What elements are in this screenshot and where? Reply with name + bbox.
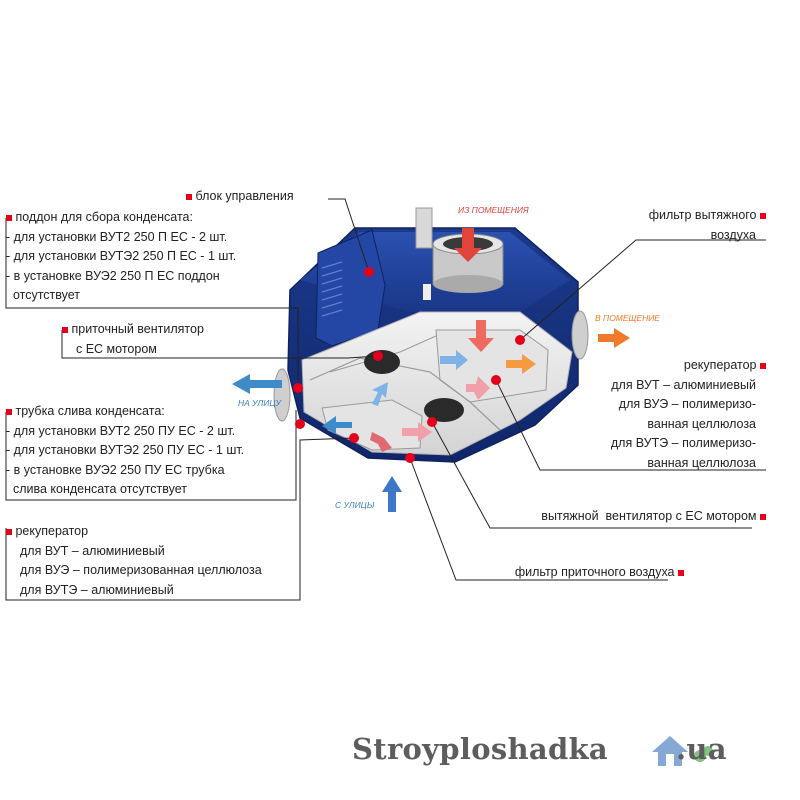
arrow-inner-blue-1 [440, 350, 468, 370]
label-line: для ВУТ – алюминиевый [611, 377, 756, 392]
label-drain-pipe-title: трубка слива конденсата: [15, 404, 165, 418]
arrow-to-room [598, 328, 630, 348]
label-line: слива конденсата отсутствует [6, 482, 188, 496]
label-line: для ВУЭ – полимеризо- [618, 397, 756, 411]
leader-condensate-tray [5, 218, 299, 388]
label-line: рекуператор [683, 358, 757, 372]
arrow-to-room-inner [506, 354, 536, 374]
flow-label-from-street: С УЛИЦЫ [335, 500, 375, 510]
label-line: фильтр приточного воздуха [514, 565, 675, 579]
arrow-inner-blue-3 [322, 416, 352, 434]
leader-drain-pipe [5, 410, 297, 501]
marker-square-icon [62, 326, 68, 333]
label-line: - для установки ВУТЭ2 250 П ЕС - 1 шт. [6, 249, 237, 263]
marker-square-icon [186, 193, 192, 200]
label-exhaust-filter: фильтр вытяжного воздуха [649, 206, 766, 245]
label-line: для ВУТ – алюминиевый [20, 543, 165, 558]
arrow-inner-blue-2 [372, 382, 388, 406]
label-line: ванная целлюлоза [647, 455, 756, 470]
label-line: - для установки ВУТ2 250 ПУ ЕС - 2 шт. [6, 423, 236, 438]
label-line: отсутствует [6, 288, 81, 302]
label-condensate-tray: поддон для сбора конденсата: - для устан… [6, 208, 236, 306]
label-line: вытяжной вентилятор с ЕС мотором [541, 509, 757, 523]
marker-square-icon [760, 362, 766, 369]
arrow-from-street [382, 476, 402, 512]
leader-supply-fan [61, 330, 379, 359]
label-line: ванная целлюлоза [647, 416, 756, 431]
label-line: приточный вентилятор [71, 322, 204, 336]
arrow-inner-pink-3 [370, 432, 392, 452]
marker-square-icon [760, 212, 766, 219]
label-line: - для установки ВУТ2 250 П ЕС - 2 шт. [6, 229, 228, 244]
label-line: фильтр вытяжного [648, 208, 757, 222]
leader-exhaust-filter [519, 239, 766, 341]
label-supply-filter: фильтр приточного воздуха [515, 563, 684, 583]
side-ducts [273, 310, 589, 422]
leader-lines [5, 198, 766, 601]
unit-interior [301, 311, 573, 456]
label-line: - в установке ВУЭ2 250 ПУ ЕС трубка [6, 462, 225, 477]
flow-label-to-room: В ПОМЕЩЕНИЕ [595, 313, 660, 323]
label-line: - в установке ВУЭ2 250 П ЕС поддон [6, 268, 220, 283]
marker-square-icon [6, 528, 12, 535]
leader-recuperator-right [495, 379, 766, 471]
arrow-to-street [232, 374, 282, 394]
label-line: для ВУТЭ – алюминиевый [20, 582, 174, 597]
control-box-vents [321, 261, 343, 317]
flow-label-from-room: ИЗ ПОМЕЩЕНИЯ [458, 205, 529, 215]
label-exhaust-fan: вытяжной вентилятор с ЕС мотором [541, 507, 766, 527]
watermark-logo: Stroyploshadka .ua [352, 732, 727, 766]
label-line: для ВУЭ – полимеризованная целлюлоза [20, 563, 262, 577]
label-line: рекуператор [15, 524, 89, 538]
leader-exhaust-fan [431, 421, 752, 529]
label-line: с ЕС мотором [76, 341, 157, 356]
arrow-inner-pink-2 [466, 376, 490, 400]
leader-recuperator-left [5, 437, 355, 601]
airflow-arrows [232, 228, 630, 512]
label-line: - для установки ВУТЭ2 250 ПУ ЕС - 1 шт. [6, 443, 245, 457]
watermark-house-icon [652, 736, 713, 766]
arrow-inner-pink-1 [402, 422, 432, 442]
marker-dots [293, 267, 525, 463]
label-control-unit-text: блок управления [195, 189, 294, 203]
marker-square-icon [6, 408, 12, 415]
flow-label-to-street: НА УЛИЦУ [238, 398, 281, 408]
label-supply-fan: приточный вентилятор с ЕС мотором [62, 320, 204, 359]
leader-supply-filter [409, 457, 668, 581]
label-recuperator-right: рекуператор для ВУТ – алюминиевый для ВУ… [611, 356, 766, 473]
watermark-domain: .ua [676, 732, 727, 766]
label-control-unit: блок управления [186, 187, 294, 207]
label-condensate-tray-title: поддон для сбора конденсата: [15, 210, 193, 224]
label-line: воздуха [710, 227, 756, 242]
arrow-exhaust-down [468, 320, 494, 352]
marker-square-icon [678, 569, 684, 576]
marker-square-icon [760, 513, 766, 520]
marker-square-icon [6, 214, 12, 221]
label-drain-pipe: трубка слива конденсата: - для установки… [6, 402, 244, 500]
arrow-from-room [454, 228, 482, 262]
label-line: для ВУТЭ – полимеризо- [610, 436, 756, 450]
label-recuperator-left: рекуператор для ВУТ – алюминиевый для ВУ… [6, 522, 262, 600]
leader-control-unit [328, 198, 370, 273]
watermark-name: Stroyploshadka [352, 732, 609, 766]
